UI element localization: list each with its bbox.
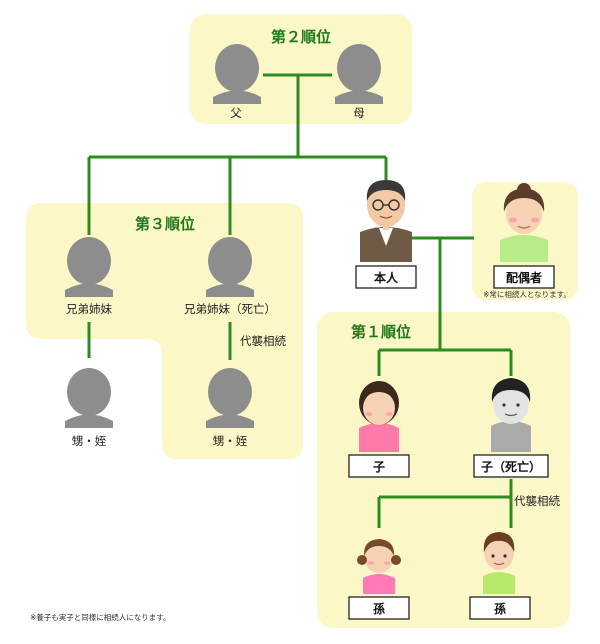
niece-nephew-2-label: 甥・姪 bbox=[213, 434, 248, 448]
spouse-label: 配偶者 bbox=[506, 270, 542, 285]
spouse-note: ※常に相続人となります。 bbox=[483, 289, 571, 299]
spouse-figure bbox=[500, 183, 548, 262]
grandchild-1-label: 孫 bbox=[373, 601, 385, 616]
rank2-heading: 第２順位 bbox=[271, 28, 331, 46]
father-label: 父 bbox=[230, 106, 242, 120]
niece-nephew-1-silhouette bbox=[65, 368, 113, 428]
sibling-label: 兄弟姉妹 bbox=[66, 302, 112, 316]
mother-label: 母 bbox=[353, 106, 365, 120]
niece-nephew-1-label: 甥・姪 bbox=[72, 434, 107, 448]
father-silhouette bbox=[213, 44, 261, 104]
child-deceased-figure bbox=[491, 378, 531, 452]
rank3-heading: 第３順位 bbox=[135, 215, 195, 233]
grandchild-2-figure bbox=[483, 532, 515, 594]
rank1-heading: 第１順位 bbox=[351, 323, 411, 341]
self-label-box bbox=[355, 265, 417, 289]
grandchild-2-label: 孫 bbox=[494, 601, 506, 616]
child-label-box bbox=[348, 454, 410, 478]
child-label: 子 bbox=[373, 460, 385, 474]
footnote: ※養子も実子と同様に相続人になります。 bbox=[30, 612, 171, 622]
child-deceased-label: 子（死亡） bbox=[481, 459, 541, 474]
connector-lines bbox=[87, 73, 513, 528]
grandchild-2-label-box bbox=[469, 596, 531, 620]
child-figure bbox=[359, 381, 399, 452]
grandchild-1-figure bbox=[357, 539, 401, 594]
rank3-succession-label: 代襲相続 bbox=[240, 334, 286, 348]
niece-nephew-2-silhouette bbox=[206, 368, 254, 428]
child-deceased-label-box bbox=[473, 454, 549, 478]
spouse-label-box bbox=[493, 265, 555, 289]
sibling-silhouette bbox=[65, 237, 113, 297]
self-label: 本人 bbox=[374, 270, 399, 285]
grandchild-1-label-box bbox=[348, 596, 410, 620]
rank1-succession-label: 代襲相続 bbox=[514, 494, 560, 508]
sibling-deceased-silhouette bbox=[206, 237, 254, 297]
mother-silhouette bbox=[335, 44, 383, 104]
sibling-deceased-label: 兄弟姉妹（死亡） bbox=[184, 302, 276, 316]
self-glasses-icon bbox=[372, 199, 400, 211]
self-figure bbox=[360, 180, 412, 262]
